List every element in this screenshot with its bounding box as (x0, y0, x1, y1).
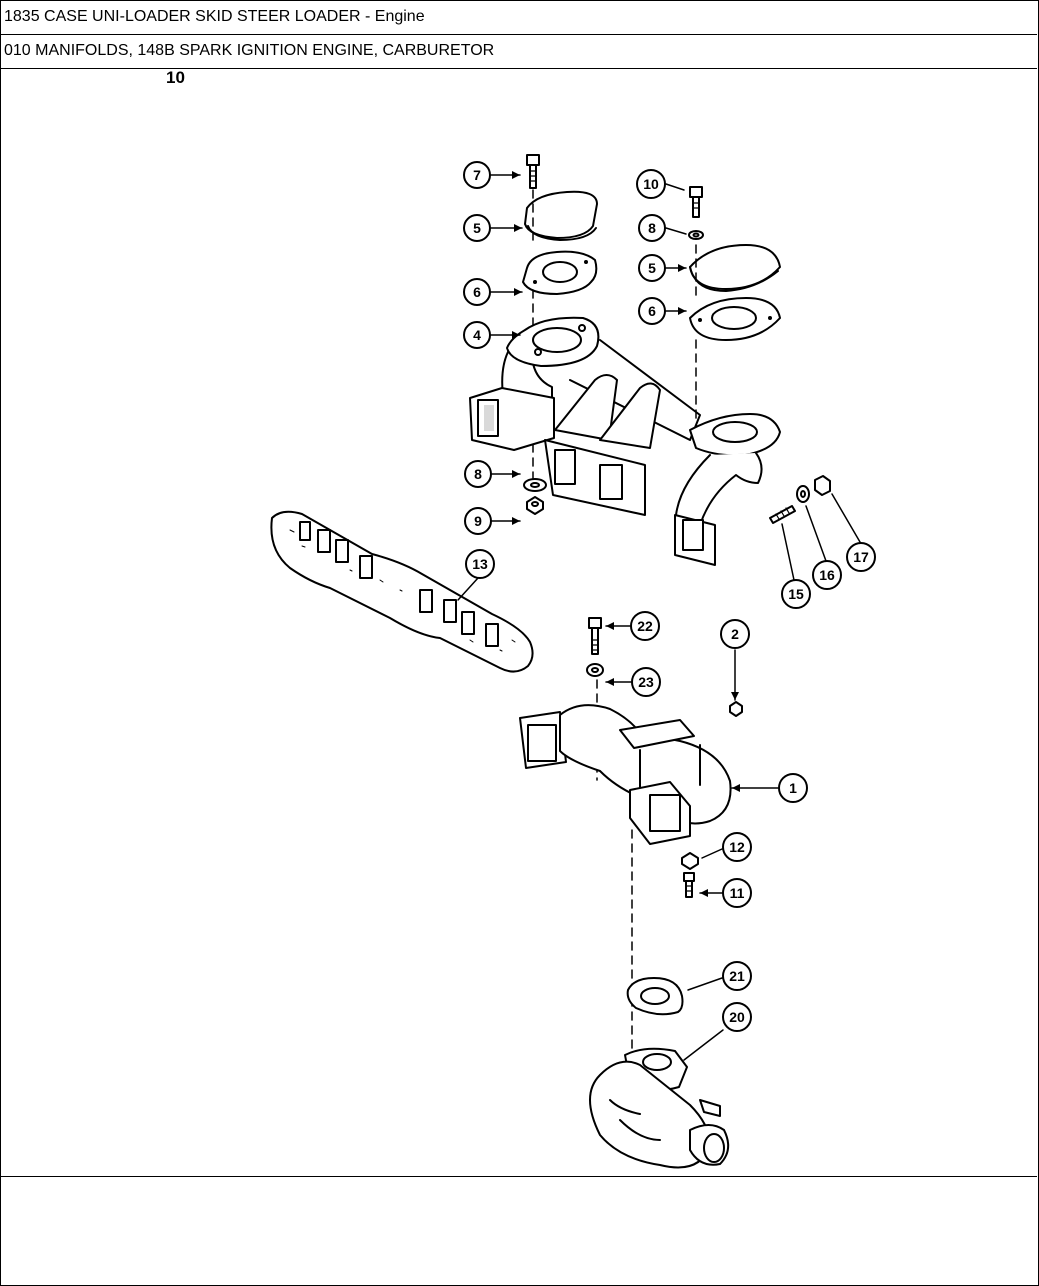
washer-8-part (523, 478, 547, 492)
svg-text:6: 6 (648, 303, 656, 319)
nut-12-part (681, 852, 699, 870)
capscrew-22-part (588, 617, 602, 655)
svg-text:8: 8 (474, 466, 482, 482)
svg-text:8: 8 (648, 220, 656, 236)
callout-8b: 8 (638, 214, 666, 242)
washer-8-upper-part (688, 230, 704, 240)
callout-8: 8 (464, 460, 492, 488)
callout-12: 12 (722, 832, 752, 862)
cover-plate-5b-part (689, 244, 781, 292)
callout-6b: 6 (638, 297, 666, 325)
callout-1: 1 (778, 773, 808, 803)
washer-23-part (586, 663, 604, 677)
callout-11: 11 (722, 878, 752, 908)
svg-text:5: 5 (648, 260, 656, 276)
callout-20: 20 (722, 1002, 752, 1032)
callout-5: 5 (463, 214, 491, 242)
nut-17-part (814, 475, 831, 496)
gasket-13-part (270, 510, 534, 673)
cover-plate-5-part (524, 190, 598, 241)
capscrew-7-part (526, 154, 540, 189)
svg-text:16: 16 (819, 567, 835, 583)
callout-7: 7 (463, 161, 491, 189)
svg-text:17: 17 (853, 549, 869, 565)
svg-text:23: 23 (638, 674, 654, 690)
pipe-plug-2-part (729, 701, 743, 717)
svg-text:4: 4 (473, 327, 481, 343)
callout-5b: 5 (638, 254, 666, 282)
capscrew-11-part (683, 872, 695, 898)
callout-16: 16 (812, 560, 842, 590)
svg-text:20: 20 (729, 1009, 745, 1025)
callout-21: 21 (722, 961, 752, 991)
svg-text:12: 12 (729, 839, 745, 855)
figure-number: 10 (166, 68, 185, 87)
washer-16-part (796, 485, 810, 503)
callout-2: 2 (720, 619, 750, 649)
intake-manifold-1-part (519, 704, 732, 845)
carburetor-20-part (589, 1047, 730, 1169)
svg-text:13: 13 (472, 556, 488, 572)
callout-10: 10 (636, 169, 666, 199)
section-title: 010 MANIFOLDS, 148B SPARK IGNITION ENGIN… (0, 34, 1037, 69)
gasket-21-part (626, 977, 684, 1016)
callout-15: 15 (781, 579, 811, 609)
svg-text:6: 6 (473, 284, 481, 300)
gasket-6-part (522, 250, 598, 295)
model-title: 1835 CASE UNI-LOADER SKID STEER LOADER -… (0, 0, 1037, 35)
callout-13: 13 (465, 549, 495, 579)
svg-text:22: 22 (637, 618, 653, 634)
callout-4: 4 (463, 321, 491, 349)
footer-divider (0, 1176, 1037, 1177)
svg-text:21: 21 (729, 968, 745, 984)
callout-17: 17 (846, 542, 876, 572)
exhaust-manifold-4-part (469, 316, 781, 566)
svg-text:15: 15 (788, 586, 804, 602)
callout-23: 23 (631, 667, 661, 697)
callout-9: 9 (464, 507, 492, 535)
svg-text:10: 10 (643, 176, 659, 192)
svg-text:7: 7 (473, 167, 481, 183)
svg-text:5: 5 (473, 220, 481, 236)
callout-6: 6 (463, 278, 491, 306)
svg-text:9: 9 (474, 513, 482, 529)
svg-text:1: 1 (789, 780, 797, 796)
svg-text:11: 11 (730, 885, 745, 901)
capscrew-10-part (689, 186, 703, 218)
callout-22: 22 (630, 611, 660, 641)
svg-text:2: 2 (731, 626, 739, 642)
gasket-6b-part (689, 297, 781, 341)
stud-15-part (769, 505, 796, 524)
